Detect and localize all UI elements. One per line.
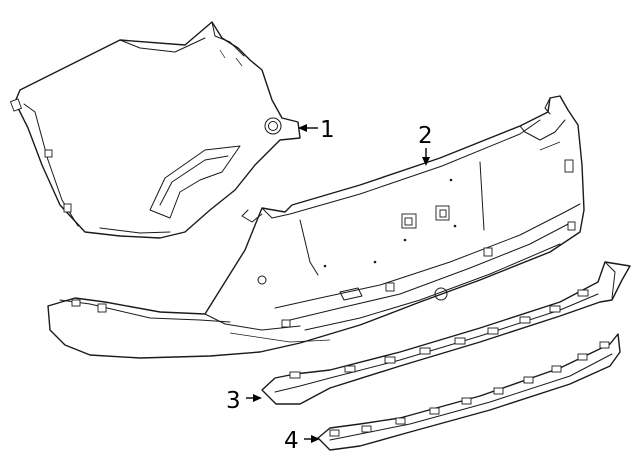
part-3-clip-tabs — [289, 289, 589, 379]
callout-label: 4 — [284, 428, 299, 454]
callout-3: 3 — [226, 388, 262, 414]
part-1-upper-cover — [9, 21, 301, 239]
part-4-lower-trim-strip — [317, 333, 621, 451]
callout-label: 1 — [320, 117, 335, 143]
callout-1: 1 — [298, 117, 335, 143]
part-2-bumper-cover — [47, 95, 585, 359]
part-3-lower-valance — [261, 261, 631, 405]
callout-label: 2 — [418, 123, 433, 149]
callout-label: 3 — [226, 388, 241, 414]
callout-4: 4 — [284, 428, 320, 454]
callout-2: 2 — [418, 123, 433, 166]
part-4-clip-tabs — [329, 341, 610, 437]
